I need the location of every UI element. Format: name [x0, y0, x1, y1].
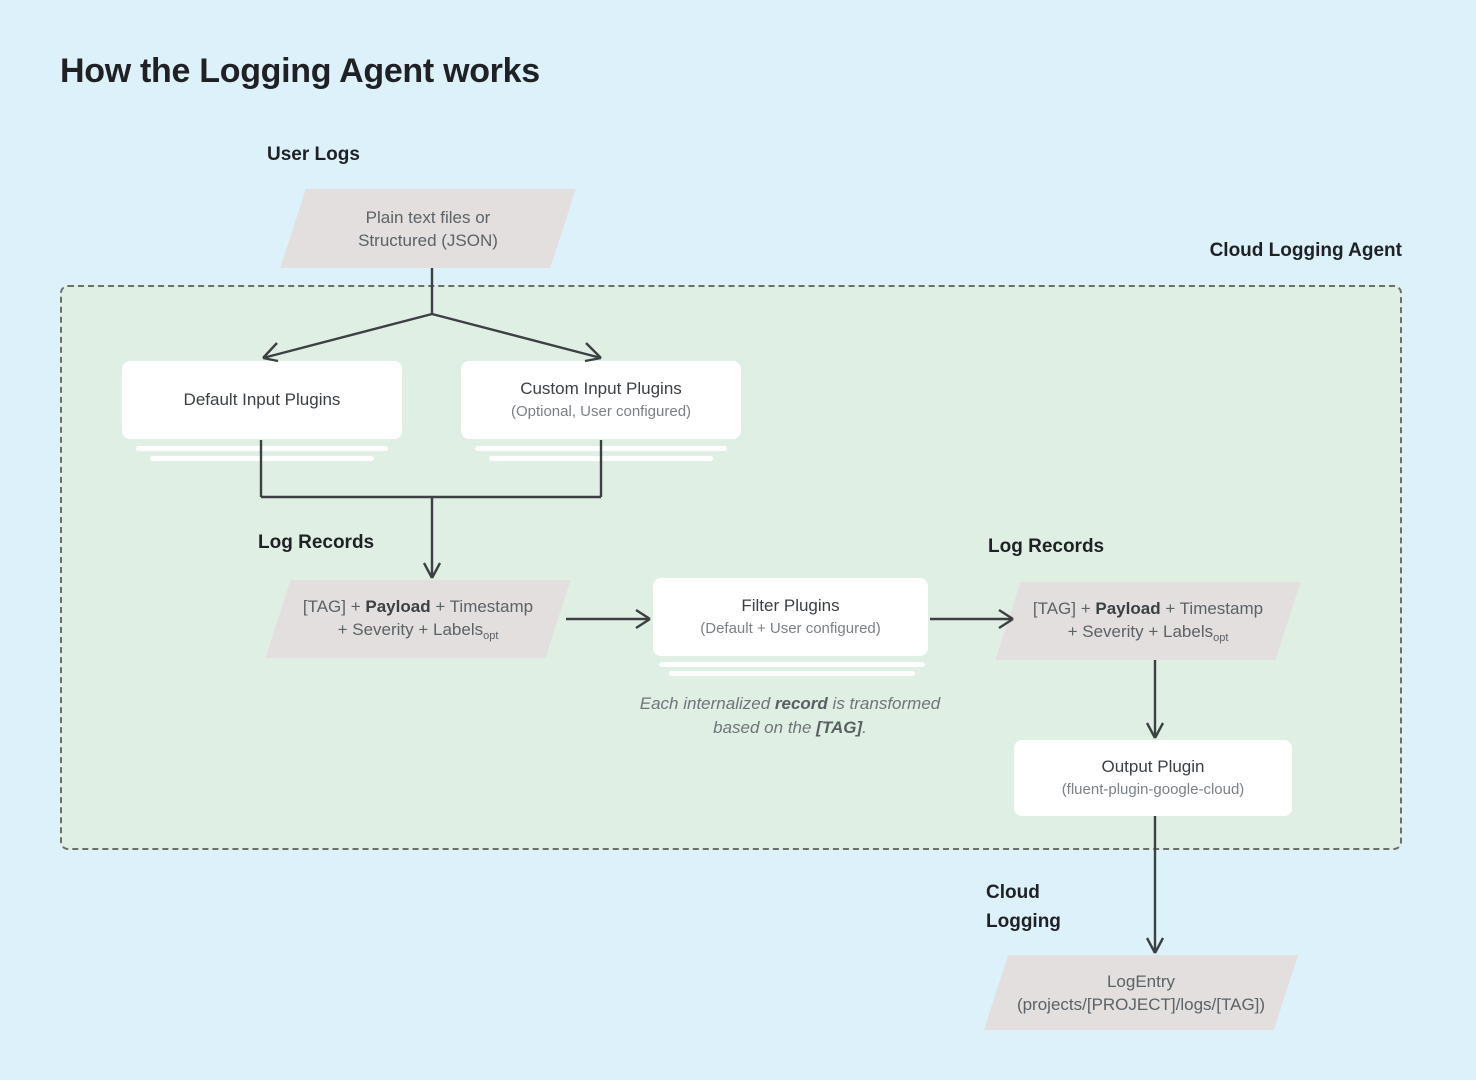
log-record-pre-shape	[265, 580, 571, 658]
filter-plugins-deck-1	[659, 662, 925, 667]
filter-plugins-title: Filter Plugins	[741, 596, 840, 615]
default-input-plugins-title: Default Input Plugins	[183, 390, 341, 409]
cloud-logging-agent-label: Cloud Logging Agent	[1209, 240, 1402, 261]
filter-caption-prefix: Each internalized	[639, 694, 775, 713]
default-input-plugins-box[interactable]: Default Input Plugins	[122, 361, 402, 439]
custom-input-plugins-deck-1	[475, 446, 727, 451]
filter-caption-bold-tag: [TAG]	[816, 718, 863, 737]
log-record-post-shape	[995, 582, 1301, 660]
custom-input-plugins-box[interactable]: Custom Input Plugins (Optional, User con…	[461, 361, 741, 439]
custom-input-plugins-subtitle: (Optional, User configured)	[510, 403, 692, 420]
user-logs-source-shape	[280, 189, 576, 268]
filter-plugins-caption: Each internalized record is transformed …	[634, 692, 946, 740]
default-input-plugins-deck-1	[136, 446, 388, 451]
filter-plugins-box[interactable]: Filter Plugins (Default + User configure…	[653, 578, 928, 656]
arrowhead-log-entry	[1145, 937, 1165, 954]
filter-caption-middle: is transformed based on the	[713, 694, 941, 737]
default-input-plugins-deck-2	[150, 456, 374, 461]
filter-plugins-subtitle: (Default + User configured)	[700, 620, 881, 637]
output-plugin-box[interactable]: Output Plugin (fluent-plugin-google-clou…	[1014, 740, 1292, 816]
log-entry-shape	[983, 955, 1299, 1030]
user-logs-label: User Logs	[267, 144, 360, 165]
output-plugin-subtitle: (fluent-plugin-google-cloud)	[1061, 781, 1245, 798]
page-title: How the Logging Agent works	[60, 52, 540, 90]
filter-caption-bold-record: record	[774, 694, 828, 713]
filter-caption-suffix: .	[862, 718, 867, 737]
filter-plugins-deck-2	[669, 671, 915, 676]
custom-input-plugins-deck-2	[489, 456, 713, 461]
output-plugin-title: Output Plugin	[1101, 757, 1205, 776]
log-records-right-label: Log Records	[988, 536, 1105, 557]
cloud-logging-label: Cloud Logging	[986, 882, 1061, 932]
custom-input-plugins-title: Custom Input Plugins	[520, 379, 682, 398]
log-records-left-label: Log Records	[258, 532, 375, 553]
